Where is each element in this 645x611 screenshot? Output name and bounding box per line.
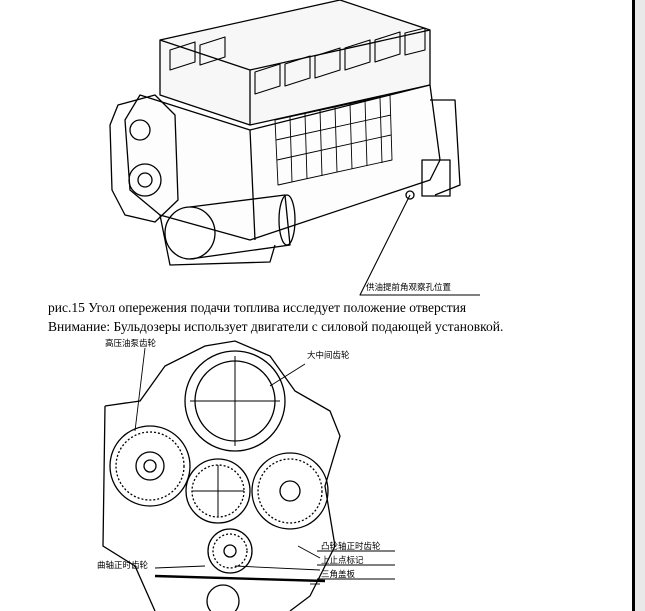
engine-illustration: 供油提前角观察孔位置 bbox=[109, 0, 480, 296]
triangle-cover-label: 三角盖板 bbox=[321, 569, 356, 580]
document-page: 供油提前角观察孔位置 рис.15 Угол опережения подачи… bbox=[48, 0, 504, 611]
cam-timing-gear-label: 凸轮轴正时齿轮 bbox=[321, 541, 381, 552]
page-edge bbox=[632, 0, 635, 611]
gear-train-diagram: 高压油泵齿轮 大中间齿轮 曲轴正时齿轮 凸轮轴正时齿轮 上止点标记 三角盖板 bbox=[97, 338, 395, 611]
crank-timing-gear-label: 曲轴正时齿轮 bbox=[97, 560, 149, 571]
viewer-gutter bbox=[635, 0, 645, 611]
fuel-timing-hole-callout: 供油提前角观察孔位置 bbox=[366, 282, 452, 293]
caption-line-2: Внимание: Бульдозеры использует двигател… bbox=[48, 319, 504, 334]
hp-pump-gear-label: 高压油泵齿轮 bbox=[105, 338, 157, 349]
big-idler-gear-label: 大中间齿轮 bbox=[307, 350, 350, 361]
tdc-mark-label: 上止点标记 bbox=[321, 555, 364, 566]
caption-line-1: рис.15 Угол опережения подачи топлива ис… bbox=[48, 300, 467, 315]
